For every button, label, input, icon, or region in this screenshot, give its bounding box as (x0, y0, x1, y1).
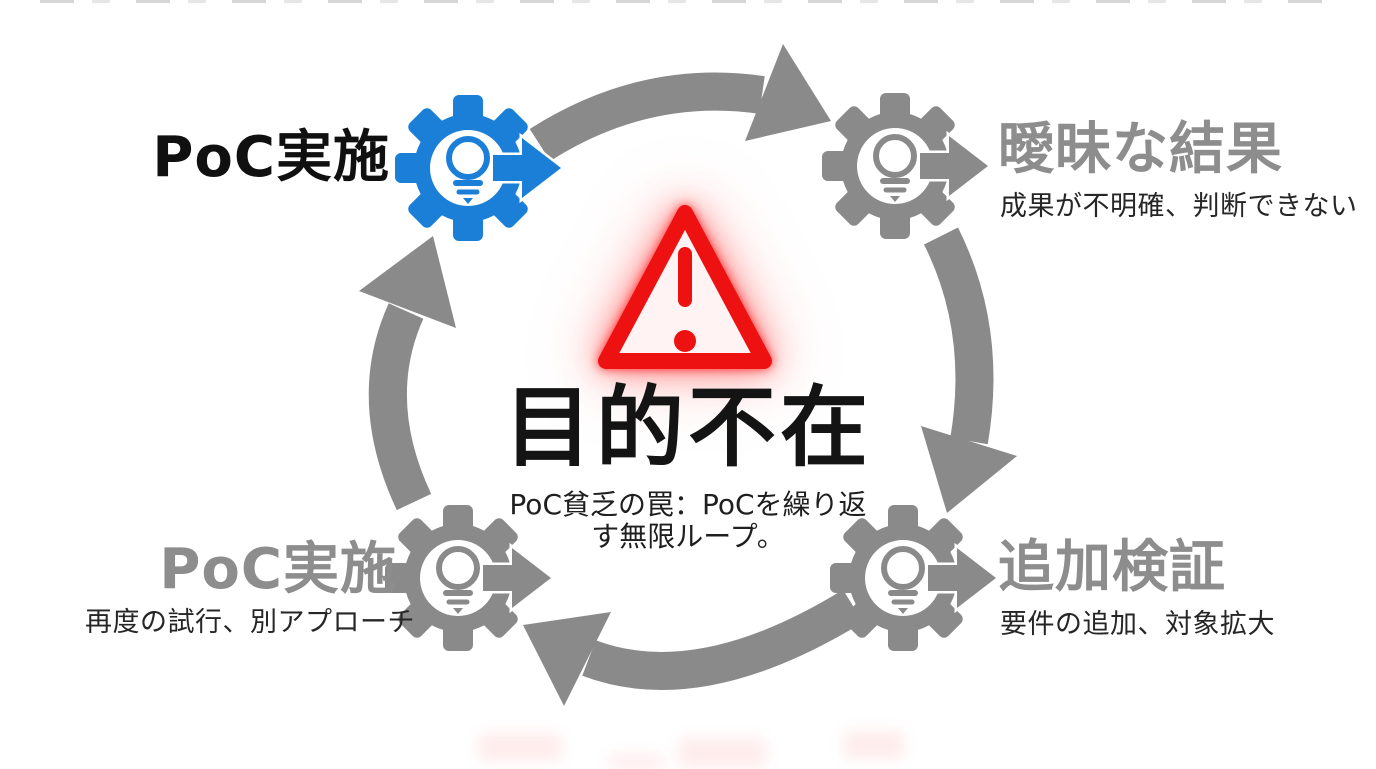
node-subtitle-bottom-left: 再度の試行、別アプローチ (85, 607, 415, 638)
cycle-arrow-bottom (523, 589, 863, 706)
node-subtitle-bottom-right: 要件の追加、対象拡大 (1000, 609, 1275, 640)
bottom-glow-artifact (478, 733, 562, 761)
bottom-glow-artifact (843, 731, 905, 759)
center-alert-description: PoC貧乏の罠：PoCを繰り返 す無限ループ。 (488, 488, 888, 554)
node-title-top-right: 曖昧な結果 (998, 117, 1283, 182)
node-title-bottom-right: 追加検証 (998, 535, 1226, 600)
cycle-arrow-top (529, 44, 831, 162)
node-title-top-left: PoC実施 (152, 125, 390, 190)
cycle-arrow-right (921, 227, 1017, 513)
center-alert-description-line2: す無限ループ。 (591, 520, 785, 554)
cycle-arrow-left (359, 236, 456, 511)
warning-triangle-icon (598, 205, 772, 369)
center-alert-description-line1: PoC貧乏の罠：PoCを繰り返 (509, 488, 867, 521)
top-edge-artifact (40, 0, 1330, 3)
node-subtitle-top-right: 成果が不明確、判断できない (1000, 191, 1358, 222)
bottom-glow-artifact (608, 755, 664, 769)
bottom-glow-artifact (678, 738, 766, 768)
gear-lightbulb-arrow-icon (822, 93, 988, 239)
node-title-bottom-left: PoC実施 (159, 537, 397, 602)
center-alert-title: 目的不在 (503, 376, 872, 479)
gear-lightbulb-arrow-icon (395, 95, 561, 241)
